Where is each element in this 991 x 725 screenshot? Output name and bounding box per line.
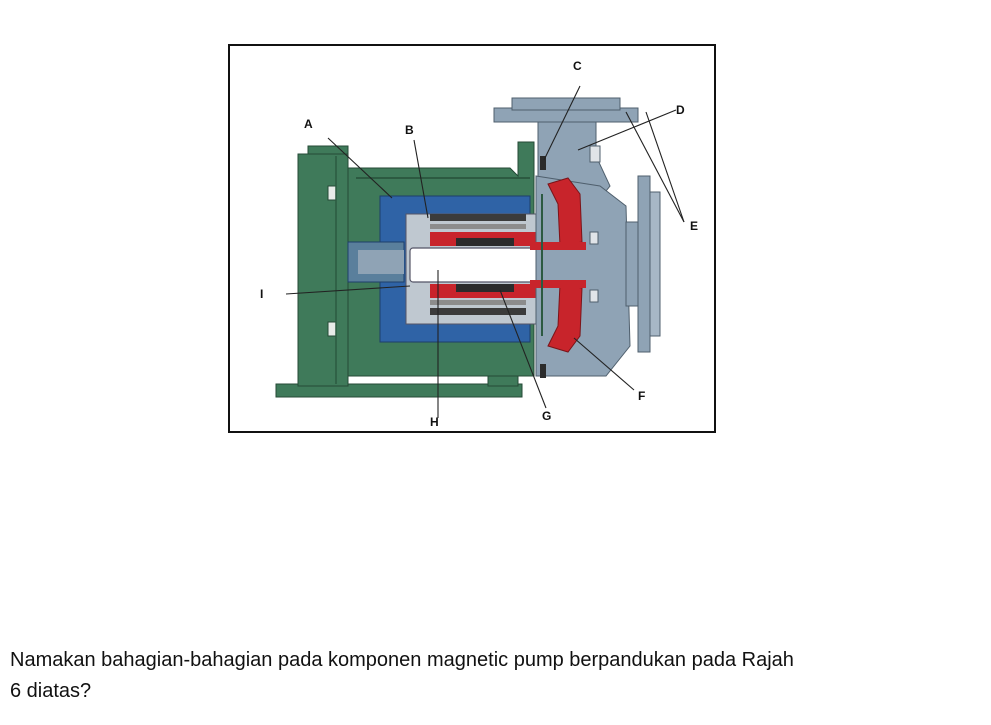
label-f: F	[638, 389, 645, 403]
label-e: E	[690, 219, 698, 233]
question-line-1: Namakan bahagian-bahagian pada komponen …	[10, 649, 794, 671]
label-h: H	[430, 415, 439, 429]
impeller	[530, 177, 586, 353]
question-line-2: 6 diatas?	[10, 680, 92, 702]
label-a: A	[304, 117, 313, 131]
label-d: D	[676, 103, 685, 117]
label-i: I	[260, 287, 263, 301]
label-b: B	[405, 123, 414, 137]
label-g: G	[542, 409, 551, 423]
question-text: Namakan bahagian-bahagian pada komponen …	[10, 645, 970, 707]
leader-lines	[285, 85, 685, 418]
pump-diagram-frame: A B C D E F G H I	[228, 44, 716, 433]
magnetic-pump-diagram: A B C D E F G H I	[260, 59, 698, 429]
label-c: C	[573, 59, 582, 73]
